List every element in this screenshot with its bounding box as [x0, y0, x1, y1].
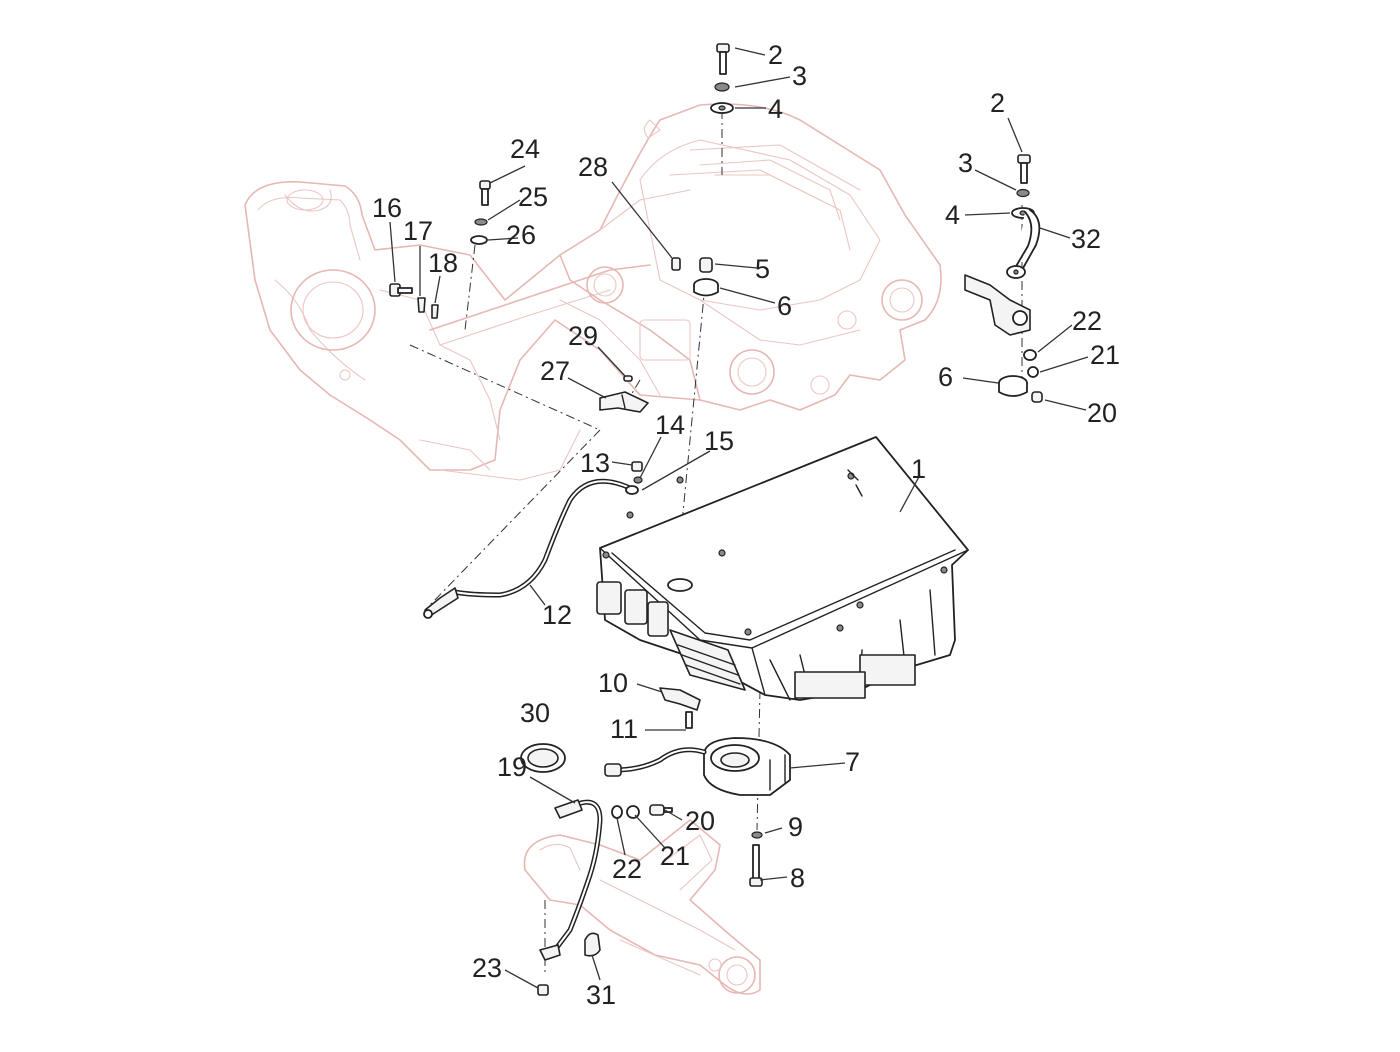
callout-5: 5 [755, 254, 770, 284]
callout-4-right: 4 [945, 200, 960, 230]
callout-23: 23 [472, 953, 502, 983]
callout-12: 12 [542, 600, 572, 630]
callout-21: 21 [660, 841, 690, 871]
callout-20-right: 20 [1087, 398, 1117, 428]
callout-10: 10 [598, 668, 628, 698]
leader-lines [389, 47, 1089, 989]
callout-2-right: 2 [990, 88, 1005, 118]
callout-22-right: 22 [1072, 306, 1102, 336]
callout-8: 8 [790, 863, 805, 893]
small-parts [389, 43, 1043, 996]
callout-32: 32 [1071, 224, 1101, 254]
scooter-frame-ghost [244, 103, 942, 995]
callout-31: 31 [586, 980, 616, 1010]
callout-14: 14 [655, 410, 685, 440]
callout-28: 28 [578, 152, 608, 182]
callout-3-right: 3 [958, 148, 973, 178]
callout-6-right: 6 [938, 362, 953, 392]
callout-18: 18 [428, 248, 458, 278]
callout-20: 20 [685, 806, 715, 836]
callout-4: 4 [768, 94, 783, 124]
callout-15: 15 [704, 426, 734, 456]
callout-13: 13 [580, 448, 610, 478]
callout-17: 17 [403, 216, 433, 246]
callout-7: 7 [845, 747, 860, 777]
callout-11: 11 [610, 714, 638, 744]
callout-27: 27 [540, 356, 570, 386]
callout-22: 22 [612, 854, 642, 884]
callout-29: 29 [568, 321, 598, 351]
callout-2: 2 [768, 40, 783, 70]
control-unit-part-1 [596, 436, 969, 701]
callout-labels: 1 2 3 4 5 6 7 8 9 10 11 12 13 14 15 16 1… [372, 40, 1120, 1010]
callout-26: 26 [506, 220, 536, 250]
callout-25: 25 [518, 182, 548, 212]
ground-cable-part-12 [423, 478, 633, 619]
callout-3: 3 [792, 61, 807, 91]
callout-21-right: 21 [1090, 340, 1120, 370]
callout-30: 30 [520, 698, 550, 728]
callout-6: 6 [777, 291, 792, 321]
callout-1: 1 [911, 454, 926, 484]
callout-9: 9 [788, 812, 803, 842]
callout-19: 19 [497, 752, 527, 782]
callout-24: 24 [510, 134, 540, 164]
callout-16: 16 [372, 193, 402, 223]
